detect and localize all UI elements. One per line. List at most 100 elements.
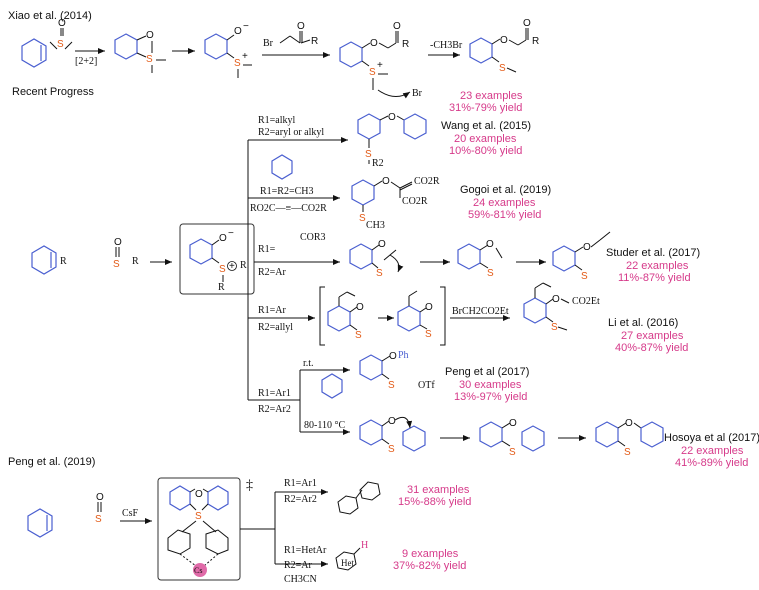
svg-text:+: + bbox=[229, 261, 235, 272]
svg-text:−: − bbox=[228, 228, 234, 239]
svg-text:S: S bbox=[376, 268, 383, 279]
top-product: O O R S bbox=[469, 18, 539, 74]
xiao-count: 23 examples bbox=[460, 90, 523, 102]
peng2017-cond1: R1=Ar1 bbox=[258, 388, 291, 399]
svg-text:O: O bbox=[382, 176, 390, 187]
b2-cond1: R1=HetAr bbox=[284, 545, 327, 556]
b2-yield: 37%-82% yield bbox=[393, 560, 467, 572]
wang-r2: R2 bbox=[372, 158, 384, 169]
gogoi-author: Gogoi et al. (2019) bbox=[460, 184, 552, 196]
svg-text:O: O bbox=[583, 242, 591, 253]
hosoya-author: Hosoya et al (2017) bbox=[664, 432, 759, 444]
svg-text:O: O bbox=[234, 26, 242, 37]
het-label: Het bbox=[341, 558, 354, 568]
dmso-s: S bbox=[57, 39, 64, 50]
svg-text:S: S bbox=[113, 259, 120, 270]
svg-text:S: S bbox=[369, 67, 376, 78]
h-label: H bbox=[361, 540, 369, 551]
hosoya-yield: 41%-89% yield bbox=[675, 457, 749, 469]
benzyne-small-2 bbox=[321, 373, 343, 399]
cs-label: Cs bbox=[194, 566, 203, 575]
byproduct-label: -CH3Br bbox=[430, 40, 463, 51]
studer-cond1: R1= bbox=[258, 244, 276, 255]
li-count: 27 examples bbox=[621, 330, 684, 342]
gogoi-sub1: CO2R bbox=[414, 176, 440, 187]
svg-text:+: + bbox=[242, 51, 248, 62]
li-product: O S bbox=[523, 282, 570, 333]
svg-text:O: O bbox=[486, 239, 494, 250]
svg-text:O: O bbox=[425, 302, 433, 313]
sulfoxide-reagent-bottom: O S bbox=[95, 492, 104, 525]
svg-text:O: O bbox=[552, 294, 560, 305]
hosoya-spiro: O S bbox=[479, 418, 545, 458]
studer-ylide: O S bbox=[349, 239, 404, 279]
sulfoxide-reagent: O S bbox=[113, 237, 122, 270]
box-r2: R bbox=[218, 282, 225, 293]
cs-atom bbox=[193, 563, 207, 577]
svg-text:−: − bbox=[243, 21, 249, 32]
bromoketone: O R bbox=[279, 21, 318, 47]
wang-author: Wang et al. (2015) bbox=[441, 120, 532, 132]
svg-text:S: S bbox=[388, 380, 395, 391]
peng2017-ph: Ph bbox=[398, 350, 409, 361]
gogoi-sub2: CO2R bbox=[402, 196, 428, 207]
svg-text:S: S bbox=[624, 447, 631, 458]
svg-text:O: O bbox=[509, 418, 517, 429]
br-reagent: Br bbox=[263, 38, 273, 49]
studer-benzofuran: O S bbox=[457, 239, 503, 279]
svg-text:S: S bbox=[234, 58, 241, 69]
peng2019-title: Peng et al. (2019) bbox=[8, 456, 96, 468]
svg-text:O: O bbox=[219, 233, 227, 244]
li-prod-sub: CO2Et bbox=[572, 296, 600, 307]
peng2017-rt: r.t. bbox=[303, 358, 314, 369]
wang-cond1: R1=alkyl bbox=[258, 115, 296, 126]
studer-yield: 11%-87% yield bbox=[618, 272, 691, 284]
ts-symbol: ‡ bbox=[246, 478, 253, 493]
svg-text:O: O bbox=[370, 38, 378, 49]
peng2017-author: Peng et al (2017) bbox=[445, 366, 530, 378]
li-reagent: BrCH2CO2Et bbox=[452, 306, 509, 317]
wang-product: O S bbox=[357, 112, 427, 164]
svg-text:O: O bbox=[114, 237, 122, 248]
svg-text:O: O bbox=[195, 489, 203, 500]
svg-text:O: O bbox=[96, 492, 104, 503]
svg-text:+: + bbox=[377, 60, 383, 71]
svg-text:S: S bbox=[95, 514, 102, 525]
csf-label: CsF bbox=[122, 508, 139, 519]
li-yield: 40%-87% yield bbox=[615, 342, 689, 354]
gogoi-cond2: RO2C—≡—CO2R bbox=[250, 203, 327, 214]
svg-text:S: S bbox=[581, 271, 588, 282]
benzyne-bottom bbox=[27, 508, 53, 538]
bromide-label: Br bbox=[412, 88, 422, 99]
wang-cond2: R2=aryl or alkyl bbox=[258, 127, 325, 138]
svg-text:S: S bbox=[487, 268, 494, 279]
svg-text:O: O bbox=[146, 30, 154, 41]
box-r1: R bbox=[240, 260, 247, 271]
biaryl-product bbox=[337, 481, 381, 515]
svg-text:S: S bbox=[551, 322, 558, 333]
b1-cond2: R2=Ar2 bbox=[284, 494, 317, 505]
r2-label: R bbox=[132, 256, 139, 267]
transition-state: O S bbox=[167, 485, 229, 577]
b2-cond2: R2=Ar bbox=[284, 560, 312, 571]
svg-text:S: S bbox=[359, 213, 366, 224]
studer-product: O S bbox=[552, 231, 611, 282]
gogoi-count: 24 examples bbox=[473, 197, 536, 209]
recent-progress-label: Recent Progress bbox=[12, 86, 94, 98]
b2-solvent: CH3CN bbox=[284, 574, 317, 585]
peng2017-cond2: R2=Ar2 bbox=[258, 404, 291, 415]
svg-text:O: O bbox=[388, 416, 396, 427]
svg-text:S: S bbox=[499, 63, 506, 74]
svg-text:R: R bbox=[402, 39, 409, 50]
svg-text:S: S bbox=[388, 444, 395, 455]
key-intermediate: O − S + bbox=[189, 228, 237, 282]
li-bracket: O S O S bbox=[319, 286, 446, 346]
svg-text:O: O bbox=[500, 35, 508, 46]
svg-text:S: S bbox=[146, 54, 153, 65]
peng2017-count: 30 examples bbox=[459, 379, 522, 391]
svg-text:S: S bbox=[365, 149, 372, 160]
svg-text:R: R bbox=[311, 36, 318, 47]
li-cond1: R1=Ar bbox=[258, 305, 286, 316]
cycloaddition-label: [2+2] bbox=[75, 56, 98, 67]
li-author: Li et al. (2016) bbox=[608, 317, 679, 329]
